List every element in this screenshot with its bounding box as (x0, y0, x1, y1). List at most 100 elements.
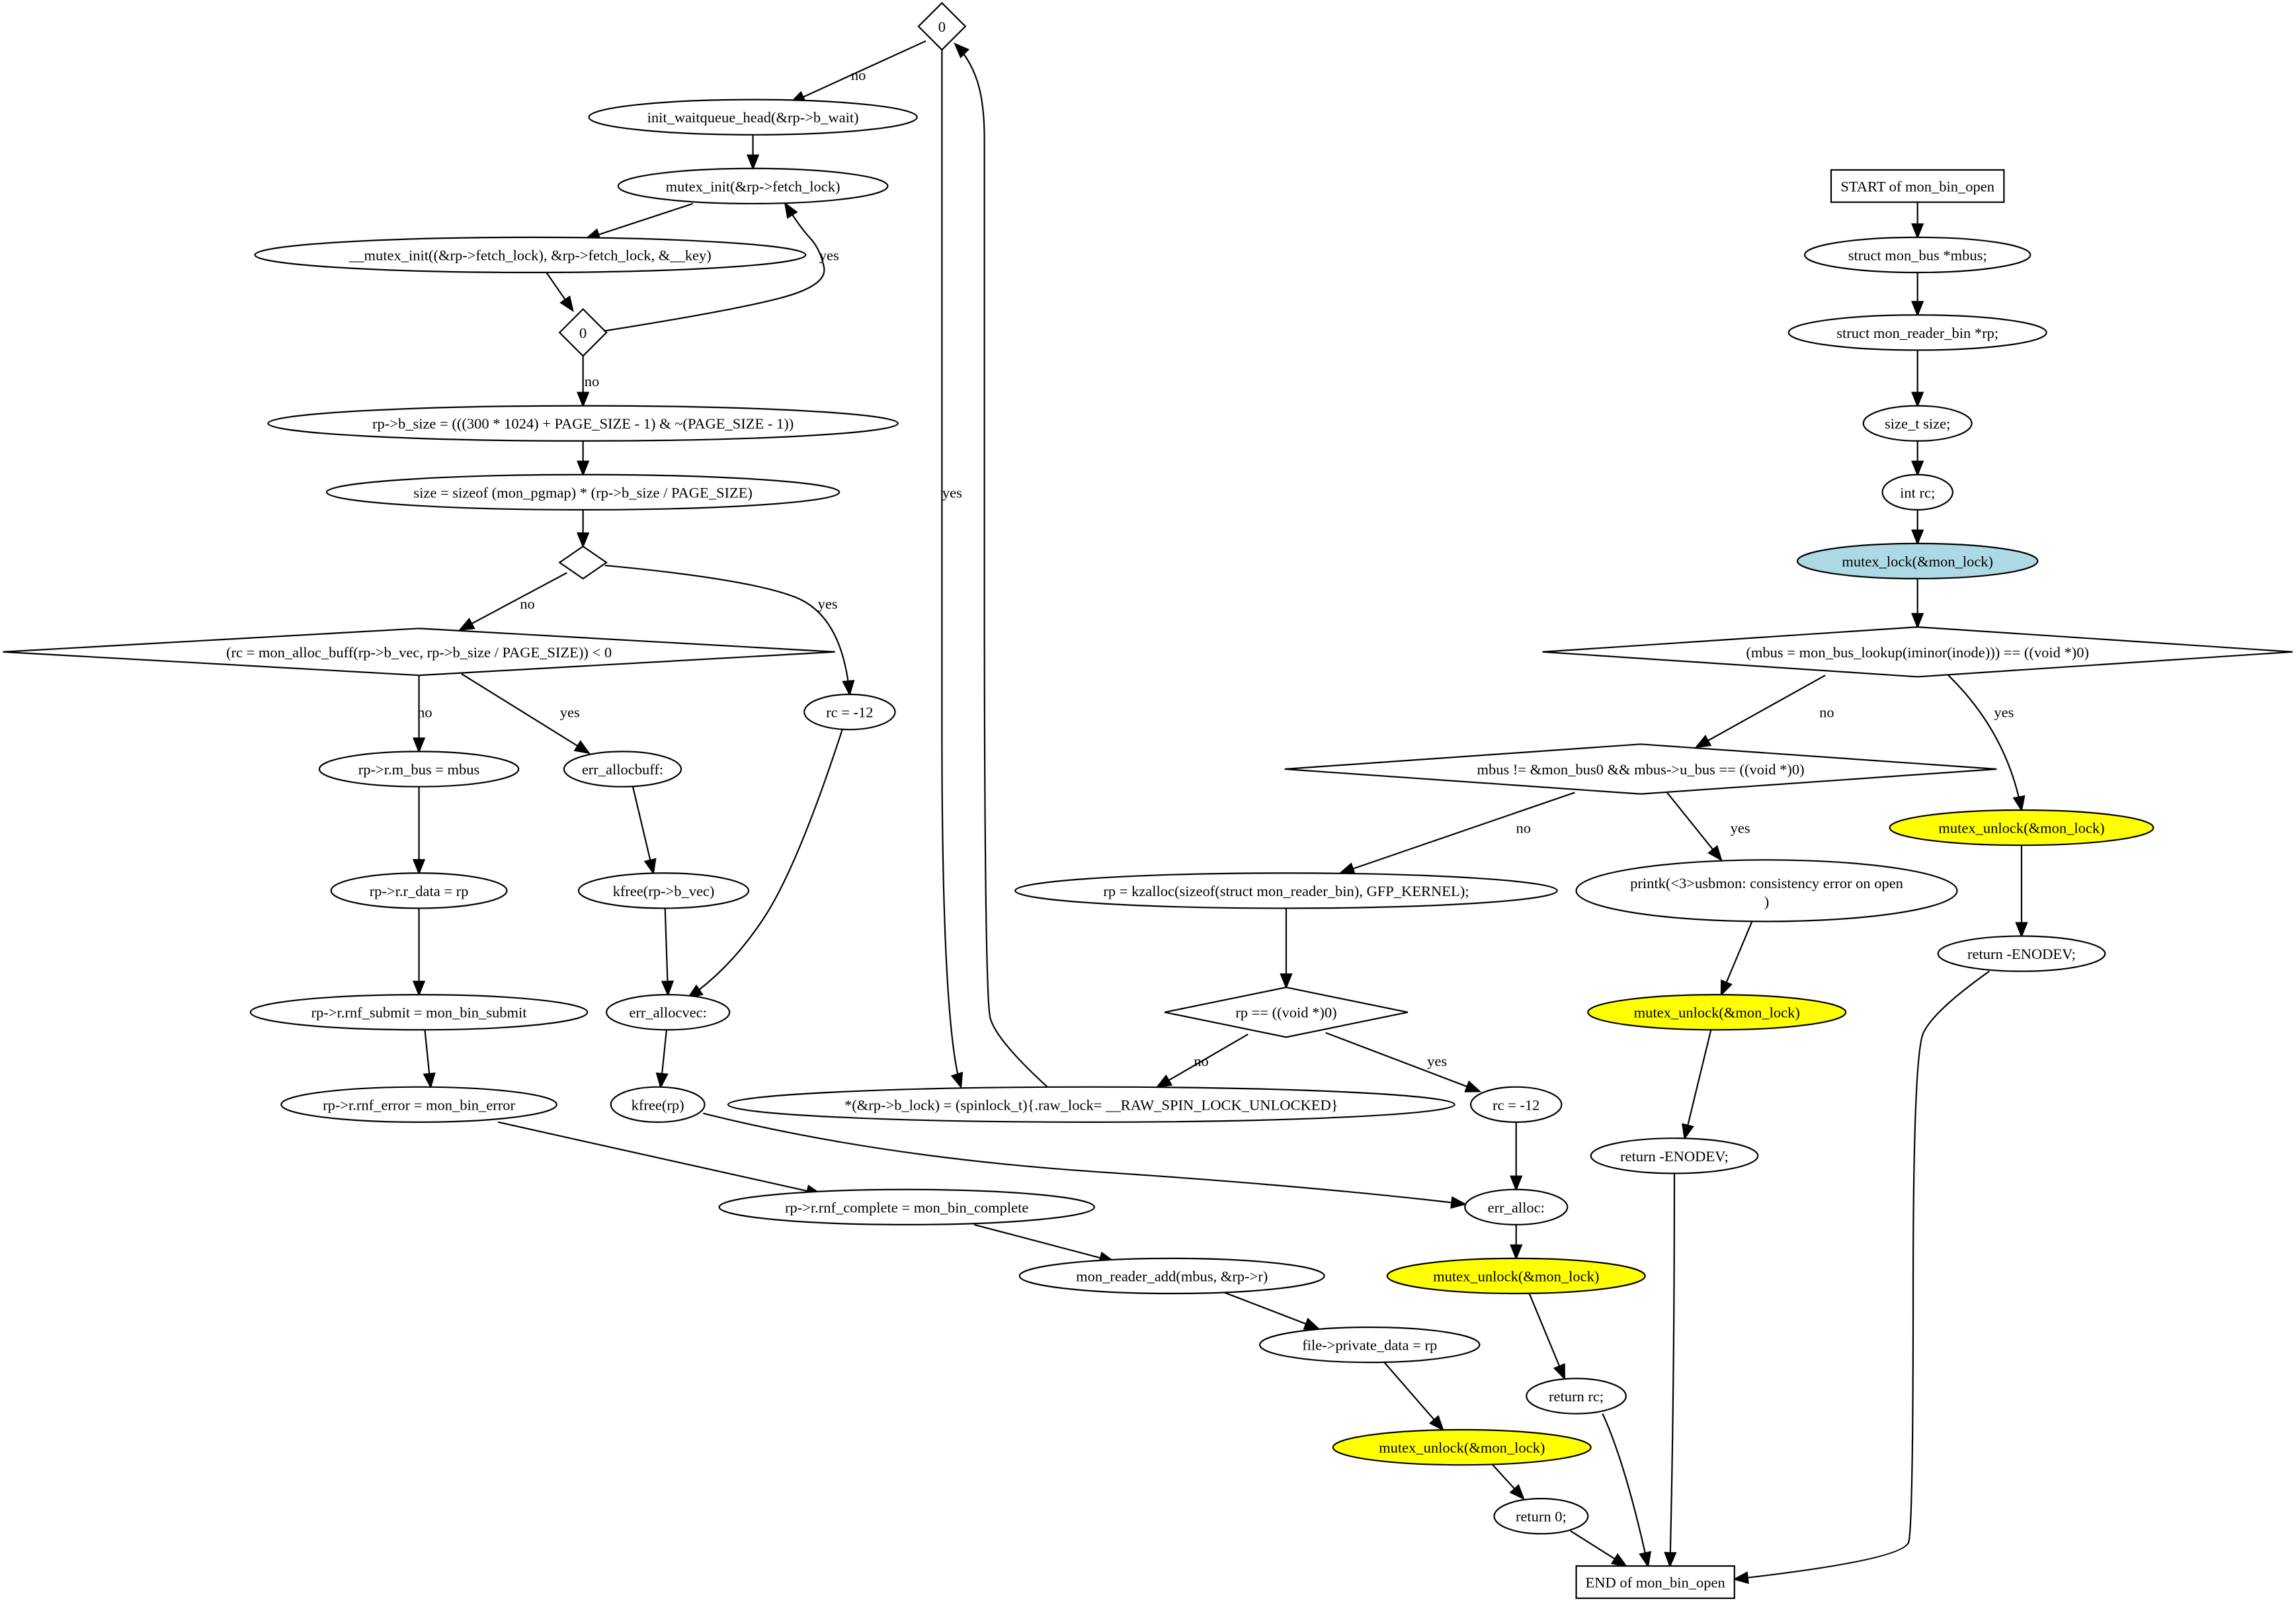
edge-label: no (1819, 704, 1834, 721)
node-label: rp == ((void *)0) (1235, 1005, 1336, 1021)
edge-line (1734, 970, 1990, 1581)
arrow-head (423, 1072, 436, 1089)
node-n_mbus: rp->r.m_bus = mbus (318, 751, 520, 788)
edge-label: no (585, 373, 600, 390)
node-n_retrc: return rc; (1526, 1377, 1627, 1415)
edge-line (461, 673, 590, 754)
node-n_unlock1: mutex_unlock(&mon_lock) (1889, 809, 2154, 846)
node-label: err_allocbuff: (582, 761, 663, 778)
edge-line (1669, 1173, 1676, 1567)
node-ellipse (1937, 935, 2106, 972)
edge-line (1223, 1291, 1319, 1330)
node-diamond (1284, 743, 1997, 795)
edge-d1-to-n_mutexinit: yes (603, 202, 839, 332)
node-ellipse (1881, 473, 1953, 511)
node-n_submit: rp->r.rnf_submit = mon_bin_submit (249, 994, 589, 1031)
arrow-head (1707, 844, 1723, 862)
node-ellipse (617, 167, 889, 205)
edge-d_lookup-to-n_unlock1: yes (1948, 675, 2026, 812)
edge-n_retenodev1-to-n_end (1732, 970, 1990, 1584)
edge-d2-to-d_alloc: no (458, 572, 567, 631)
arrow-head (1553, 1363, 1565, 1381)
edge-line (1696, 675, 1826, 748)
edge-line (1528, 1293, 1565, 1379)
node-label: START of mon_bin_open (1840, 178, 1994, 194)
node-ellipse (1386, 1257, 1646, 1295)
edge-n_size-to-d2 (577, 509, 590, 549)
edge-n_unlock5-to-n_ret0 (1492, 1464, 1525, 1500)
edge-d_bus0-to-n_printk: yes (1666, 792, 1750, 862)
node-n_erralloc: err_allocbuff: (563, 751, 682, 788)
node-diamond (1164, 986, 1409, 1038)
edge-n_kfreevec-to-n_errvec (661, 908, 675, 997)
arrow-head (412, 737, 426, 754)
node-n_rc12b: rc = -12 (1469, 1086, 1563, 1123)
edge-n_kfreerp-to-n_erralloc2 (703, 1112, 1467, 1209)
node-diamond (558, 308, 608, 357)
node-ellipse (1575, 859, 1958, 923)
edge-d2-to-n_rc12a: yes (604, 564, 855, 696)
arrow-head (655, 1072, 669, 1089)
edge-label: yes (1427, 1053, 1447, 1069)
edge-n_unlock3-to-n_retrc (1528, 1293, 1565, 1381)
edge-n_structbus-to-n_structrp (1911, 272, 1924, 317)
node-label: rp->r.rnf_complete = mon_bin_complete (785, 1199, 1028, 1215)
arrow-head (1911, 613, 1924, 630)
arrow-head (1694, 735, 1712, 749)
edge-line (954, 43, 1048, 1088)
edge-n_errvec-to-n_kfreerp (655, 1030, 669, 1089)
edge-line (1383, 1362, 1444, 1430)
edge-n_sizet-to-n_intrc (1911, 440, 1924, 477)
edge-d_alloc-to-n_mbus: no (412, 675, 432, 754)
edge-line (1948, 675, 2023, 811)
arrow-head (2012, 795, 2026, 812)
node-label: return -ENODEV; (1620, 1148, 1729, 1165)
edge-line (1684, 1030, 1712, 1139)
node-n_structbus: struct mon_bus *mbus; (1804, 236, 2031, 274)
node-n_kfreevec: kfree(rp->b_vec) (577, 872, 750, 909)
edge-line (1157, 1033, 1249, 1088)
node-label: return 0; (1516, 1508, 1567, 1525)
node-n_sizet: size_t size; (1862, 405, 1973, 442)
node-n_rc12a: rc = -12 (803, 693, 896, 731)
node-n_unlock5: mutex_unlock(&mon_lock) (1332, 1428, 1592, 1466)
node-ellipse (1587, 994, 1847, 1031)
node-n_ret0: return 0; (1493, 1498, 1589, 1535)
node-label: size = sizeof (mon_pgmap) * (rp->b_size … (413, 484, 753, 501)
node-n_size: size = sizeof (mon_pgmap) * (rp->b_size … (325, 473, 840, 511)
arrow-head (1664, 1551, 1677, 1569)
node-ellipse (577, 872, 750, 909)
node-ellipse (588, 99, 918, 136)
node-n_retenodev1: return -ENODEV; (1937, 935, 2106, 972)
node-ellipse (718, 1188, 1095, 1226)
edge-label: no (851, 67, 866, 83)
node-label: 0 (938, 19, 946, 35)
arrow-head (1911, 391, 1924, 408)
edge-n_submit-to-n_error (423, 1030, 436, 1089)
node-ellipse (1493, 1498, 1589, 1535)
node-ellipse (1804, 236, 2031, 274)
node-label: init_waitqueue_head(&rp->b_wait) (647, 109, 859, 126)
arrow-head (412, 859, 426, 876)
node-ellipse (1787, 314, 2047, 351)
edge-label: no (520, 596, 535, 612)
node-box (1575, 1565, 1735, 1599)
edge-n_retrc-to-n_end (1602, 1413, 1652, 1568)
node-label-line2: ) (1764, 893, 1770, 910)
node-n_intrc: int rc; (1881, 473, 1953, 511)
arrow-head (1450, 1196, 1467, 1209)
edge-line (1325, 1032, 1480, 1092)
edge-n_bsize-to-n_size (577, 440, 590, 477)
node-n_end: END of mon_bin_open (1575, 1565, 1735, 1599)
node-ellipse (610, 1086, 706, 1123)
arrow-head (577, 460, 590, 477)
node-n_readeradd: mon_reader_add(mbus, &rp->r) (1018, 1257, 1325, 1295)
edge-n_initwq-to-n_mutexinit (746, 134, 760, 171)
edge-label: yes (560, 704, 580, 721)
edge-d_bus0-to-n_kzalloc: no (1338, 792, 1575, 875)
arrow-head (950, 1071, 964, 1089)
node-n_unlock2: mutex_unlock(&mon_lock) (1587, 994, 1847, 1031)
node-label: struct mon_reader_bin *rp; (1836, 325, 1998, 341)
node-n_printk: printk(<3>usbmon: consistency error on o… (1575, 859, 1958, 923)
